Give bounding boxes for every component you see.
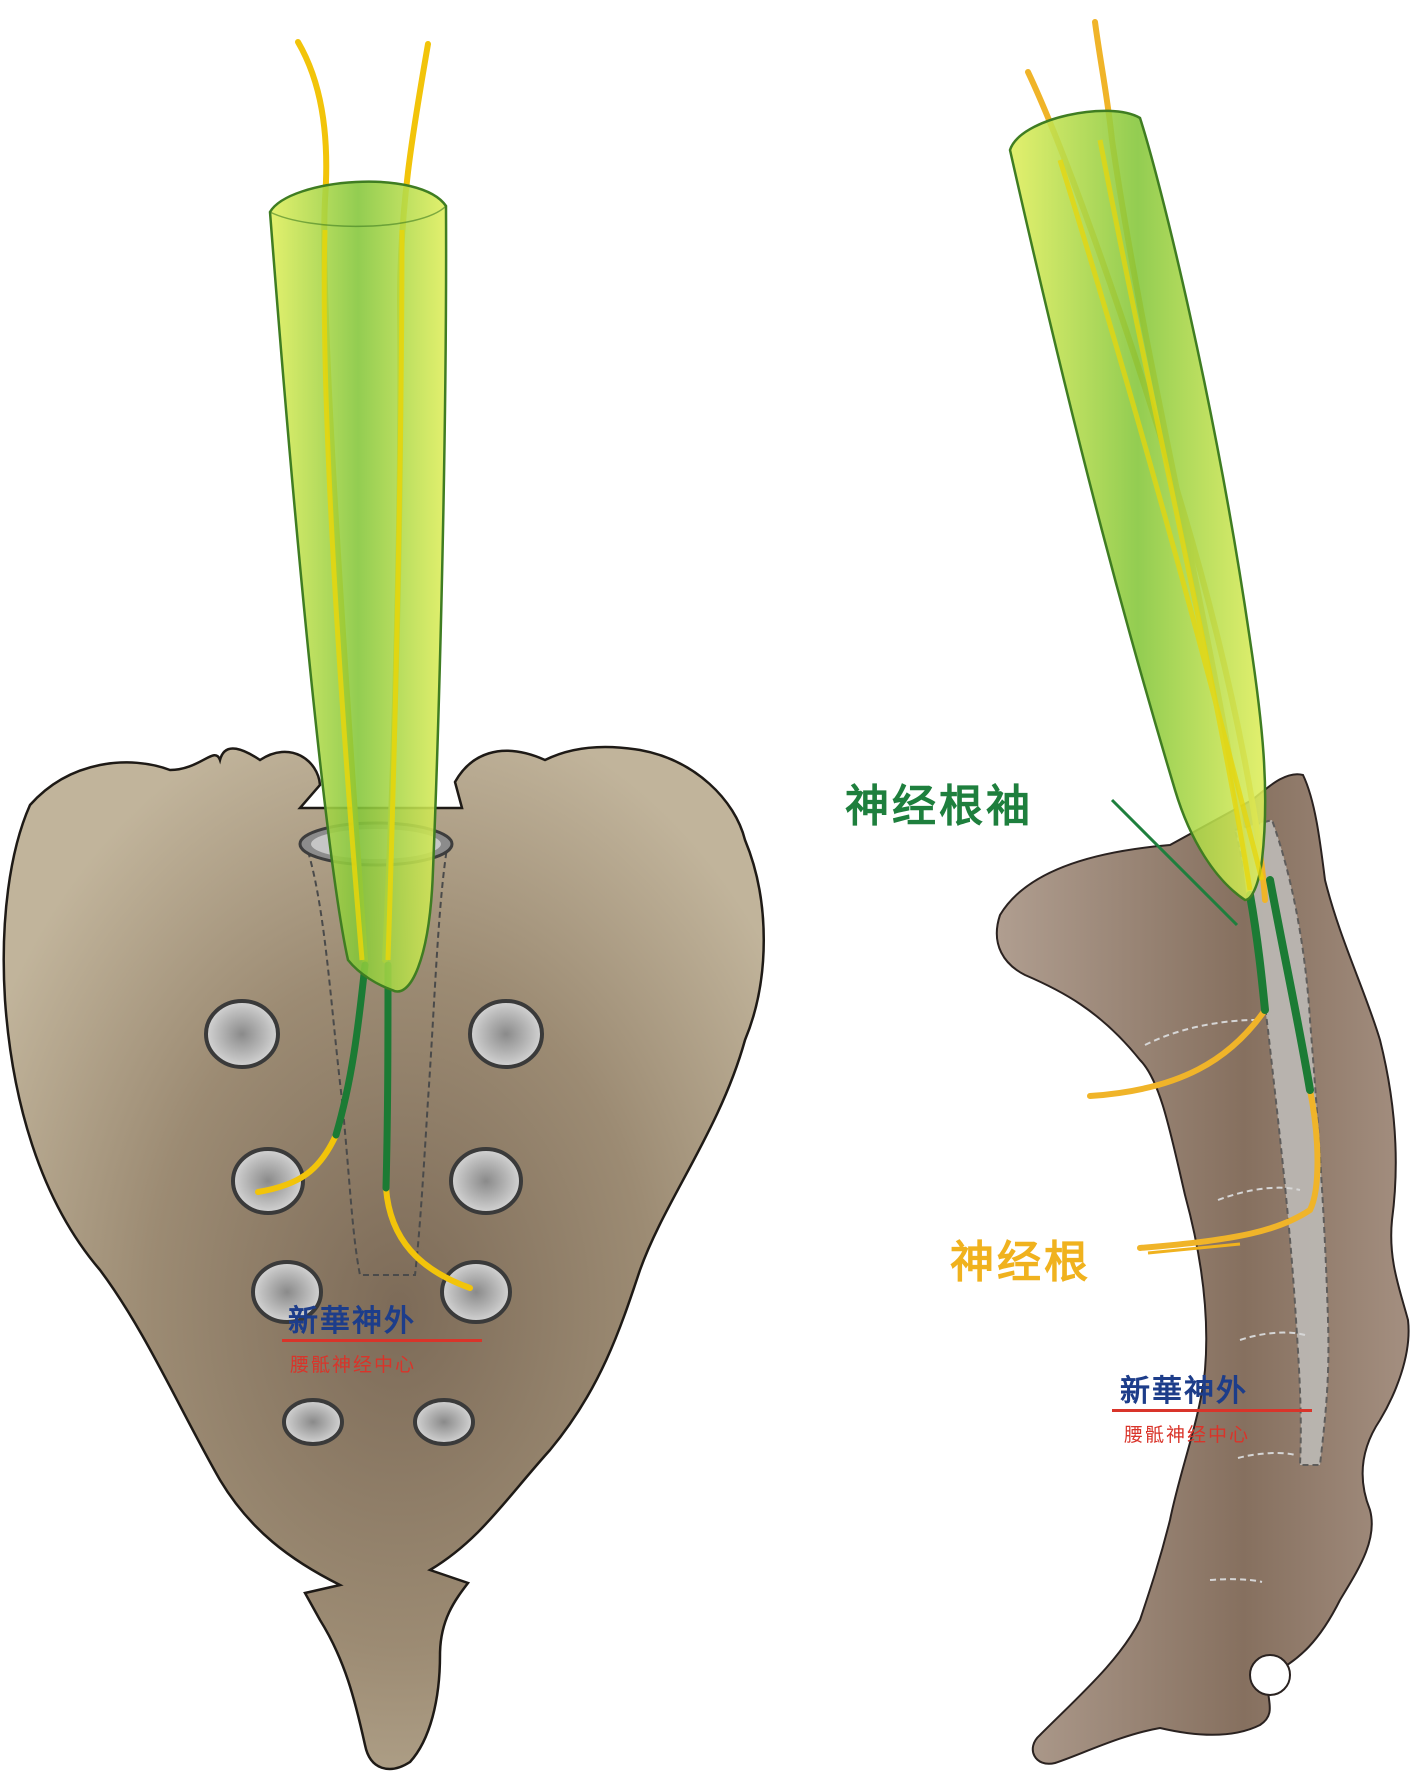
- foramen-s2-left: [231, 1147, 305, 1215]
- nerve-root-sleeves-lateral: [1246, 876, 1314, 1094]
- vertebral-boundaries: [1144, 1019, 1306, 1583]
- watermark-subtitle-lateral: 腰骶神经中心: [1124, 1424, 1251, 1446]
- sacral-canal-lateral: [1233, 818, 1330, 1466]
- watermark-rule-lateral: [1112, 1409, 1312, 1412]
- root-sleeve-label: 神经根袖: [845, 781, 1033, 832]
- watermark-title-lateral: 新華神外: [1120, 1374, 1248, 1409]
- foramen-s2-right: [449, 1147, 523, 1215]
- dural-sac-lateral: [1008, 109, 1267, 902]
- foramen-s1-left: [204, 999, 280, 1069]
- foramen-s3-right: [440, 1260, 512, 1324]
- sacral-foramina: [204, 999, 544, 1446]
- foramen-s4-right: [413, 1398, 475, 1446]
- foramen-s1-right: [468, 999, 544, 1069]
- watermark-subtitle: 腰骶神经中心: [290, 1354, 417, 1376]
- nerve-root-sleeves-front: [332, 961, 392, 1192]
- watermark-title: 新華神外: [288, 1304, 416, 1339]
- sacrum-front-bone: [2, 745, 765, 1771]
- nerve-root-pointer: [1147, 1242, 1241, 1255]
- foramen-s3-left: [251, 1260, 323, 1324]
- watermark-rule: [282, 1339, 482, 1342]
- nerve-root-label: 神经根: [950, 1237, 1091, 1288]
- foramen-s4-left: [282, 1398, 344, 1446]
- root-sleeve-pointer: [1110, 798, 1239, 927]
- sacral-canal-outline: [304, 841, 449, 1276]
